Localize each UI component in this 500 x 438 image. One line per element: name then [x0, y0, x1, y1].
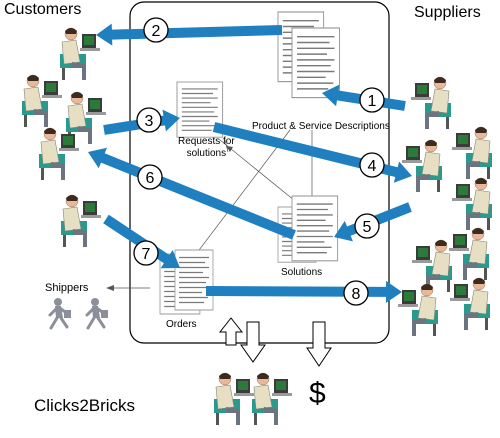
shippers-arrowhead — [106, 285, 114, 291]
flow-number-label: 7 — [142, 246, 151, 263]
connector-line — [189, 129, 291, 263]
requests-label-line2: solutions — [186, 148, 227, 159]
company-name: Clicks2Bricks — [34, 396, 136, 415]
shippers-label: Shippers — [45, 282, 89, 294]
flow-number-label: 6 — [146, 170, 155, 187]
solutions-label: Solutions — [281, 267, 323, 278]
supplier-people — [397, 76, 493, 337]
flow-number-1: 1 — [359, 87, 385, 113]
flow-number-7: 7 — [133, 240, 159, 266]
flow-number-8: 8 — [343, 280, 369, 306]
money-down-arrow — [306, 321, 332, 367]
up-arrow — [218, 317, 244, 346]
connector-line — [224, 139, 229, 153]
flow-number-6: 6 — [137, 164, 163, 190]
requests-label-line1: Requests for — [178, 136, 235, 147]
flow-number-2: 2 — [143, 17, 169, 43]
flow-number-4: 4 — [359, 152, 385, 178]
flow-arrow-2 — [96, 23, 283, 46]
flow-arrow-8 — [206, 280, 402, 303]
flow-number-label: 5 — [363, 219, 372, 236]
flow-number-circles: 1 2 3 4 5 6 7 8 — [133, 17, 385, 306]
down-arrow — [240, 321, 266, 363]
connector-line — [219, 139, 301, 206]
flow-number-label: 2 — [152, 23, 161, 40]
company-people — [213, 372, 293, 426]
connector-arrowhead — [226, 146, 233, 152]
flow-number-5: 5 — [354, 213, 380, 239]
dollar-sign: $ — [309, 377, 326, 410]
requests-label: Requests for solutions — [178, 136, 235, 160]
shipper-figures — [48, 296, 110, 330]
flow-number-label: 1 — [368, 93, 377, 110]
product-service-documents — [277, 11, 341, 99]
customer-people — [21, 27, 107, 248]
product-service-label: Product & Service Descriptions — [252, 121, 390, 132]
flow-number-label: 3 — [145, 113, 154, 130]
flow-number-3: 3 — [136, 107, 162, 133]
orders-label: Orders — [166, 319, 197, 330]
customers-label: Customers — [4, 1, 82, 18]
suppliers-label: Suppliers — [414, 4, 481, 21]
flow-number-label: 8 — [352, 286, 361, 303]
flow-number-label: 4 — [368, 158, 377, 175]
